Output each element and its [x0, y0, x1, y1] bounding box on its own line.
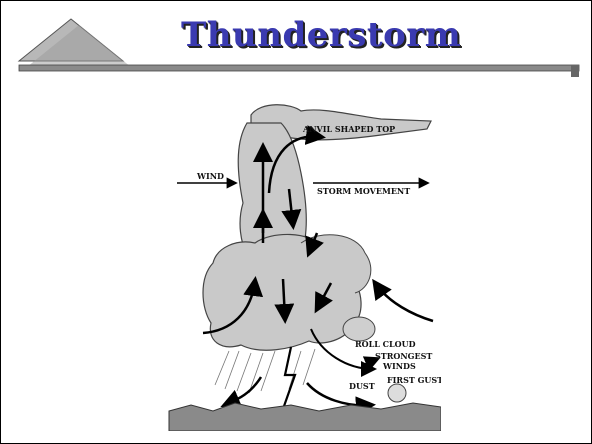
label-strongest-2: WINDS — [382, 361, 416, 371]
dust-swirl — [388, 384, 406, 402]
label-wind: WIND — [196, 171, 224, 181]
label-storm-movement: STORM MOVEMENT — [317, 186, 410, 196]
label-anvil: ANVIL SHAPED TOP — [302, 124, 395, 134]
label-strongest-1: STRONGEST — [375, 351, 432, 361]
label-roll-cloud: ROLL CLOUD — [355, 339, 416, 349]
roll-cloud-shape — [343, 317, 375, 341]
downburst-arrow-left — [225, 377, 261, 405]
label-first-gust: FIRST GUST — [387, 375, 441, 385]
ground — [169, 403, 441, 431]
thunderstorm-diagram: ANVIL SHAPED TOP WIND STORM MOVEMENT ROL… — [151, 93, 441, 431]
rain-streaks — [215, 349, 315, 393]
lightning-bolt-icon — [283, 347, 295, 409]
title-bar: Thunderstorm — [1, 1, 592, 91]
page-title: Thunderstorm — [181, 15, 441, 55]
inflow-arrow-right — [375, 283, 433, 321]
label-dust: DUST — [349, 381, 375, 391]
